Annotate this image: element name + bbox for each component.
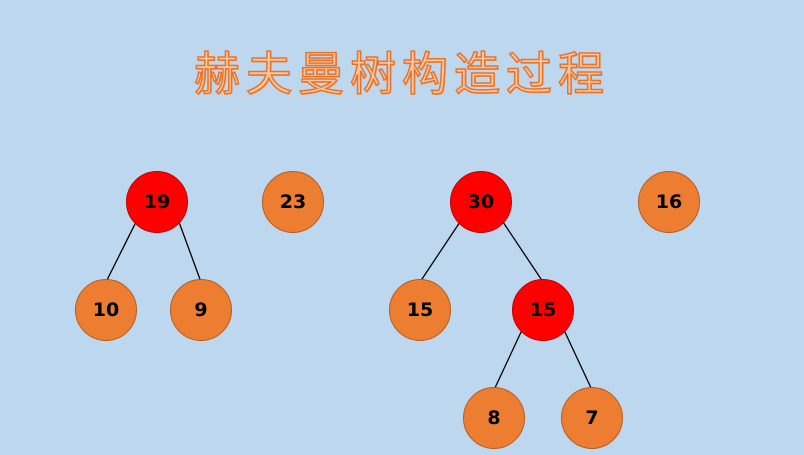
node-30: 30 (450, 171, 512, 233)
node-8: 8 (463, 387, 525, 449)
edge-30-15-left (419, 221, 461, 283)
node-7: 7 (561, 387, 623, 449)
node-9-label: 9 (194, 299, 207, 321)
node-16: 16 (638, 171, 700, 233)
node-19: 19 (126, 171, 188, 233)
node-15-internal-label: 15 (530, 299, 556, 321)
node-16-label: 16 (656, 191, 682, 213)
node-15-leaf-label: 15 (407, 299, 433, 321)
edge-19-9 (178, 221, 202, 283)
edge-15-8 (493, 329, 523, 391)
edge-19-10 (105, 221, 137, 283)
node-9: 9 (170, 279, 232, 341)
edge-15-7 (563, 329, 593, 391)
diagram-title: 赫夫曼树构造过程 (193, 46, 610, 102)
node-19-label: 19 (144, 191, 170, 213)
node-23: 23 (262, 171, 324, 233)
node-30-label: 30 (468, 191, 494, 213)
node-8-label: 8 (487, 407, 500, 429)
node-10: 10 (75, 279, 137, 341)
node-15-internal: 15 (512, 279, 574, 341)
node-23-label: 23 (280, 191, 306, 213)
edge-30-15-right (502, 221, 544, 283)
node-15-leaf: 15 (389, 279, 451, 341)
node-7-label: 7 (585, 407, 598, 429)
node-10-label: 10 (93, 299, 119, 321)
